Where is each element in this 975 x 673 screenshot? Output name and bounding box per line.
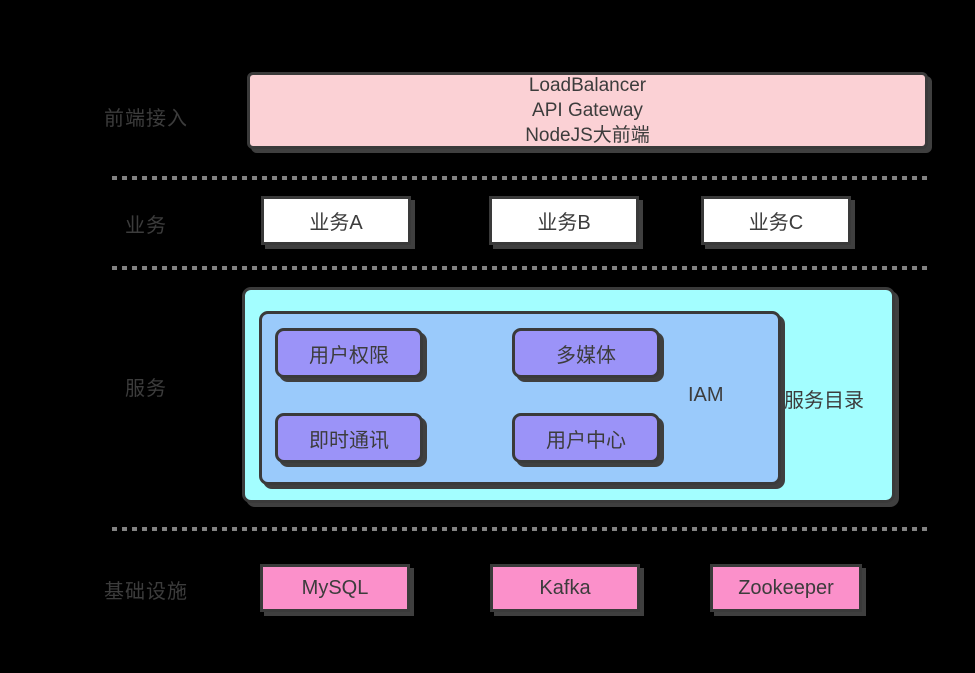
business-b-box: 业务B	[489, 196, 639, 245]
infra-kafka-label: Kafka	[539, 576, 591, 599]
service-multimedia-label: 多媒体	[556, 344, 616, 367]
frontend-line-loadbalancer: LoadBalancer	[528, 75, 647, 96]
infra-mysql-box: MySQL	[260, 564, 410, 612]
frontend-stack-box: LoadBalancer API Gateway NodeJS大前端	[247, 72, 928, 149]
service-multimedia-box: 多媒体	[512, 328, 660, 378]
iam-label: IAM	[688, 384, 724, 406]
business-layer-label: 业务	[125, 215, 167, 237]
infrastructure-layer-label: 基础设施	[104, 581, 188, 603]
service-user-permission-label: 用户权限	[309, 344, 389, 367]
business-c-box: 业务C	[701, 196, 851, 245]
service-layer-label: 服务	[125, 378, 167, 400]
service-instant-messaging-box: 即时通讯	[275, 413, 423, 463]
frontend-line-nodejs: NodeJS大前端	[525, 125, 650, 146]
service-user-center-label: 用户中心	[546, 429, 626, 452]
infra-zookeeper-label: Zookeeper	[738, 576, 834, 599]
service-user-permission-box: 用户权限	[275, 328, 423, 378]
separator-dashed-line-2	[112, 266, 930, 270]
business-b-label: 业务B	[537, 212, 591, 234]
infra-mysql-label: MySQL	[301, 576, 369, 599]
business-a-box: 业务A	[261, 196, 411, 245]
business-a-label: 业务A	[309, 212, 363, 234]
business-c-label: 业务C	[748, 212, 804, 234]
frontend-line-api-gateway: API Gateway	[532, 100, 643, 121]
separator-dashed-line-1	[112, 176, 930, 180]
service-instant-messaging-label: 即时通讯	[309, 429, 389, 452]
service-user-center-box: 用户中心	[512, 413, 660, 463]
service-catalog-label: 服务目录	[784, 390, 864, 412]
infra-zookeeper-box: Zookeeper	[710, 564, 862, 612]
frontend-layer-label: 前端接入	[104, 108, 188, 130]
infra-kafka-box: Kafka	[490, 564, 640, 612]
separator-dashed-line-3	[112, 527, 930, 531]
